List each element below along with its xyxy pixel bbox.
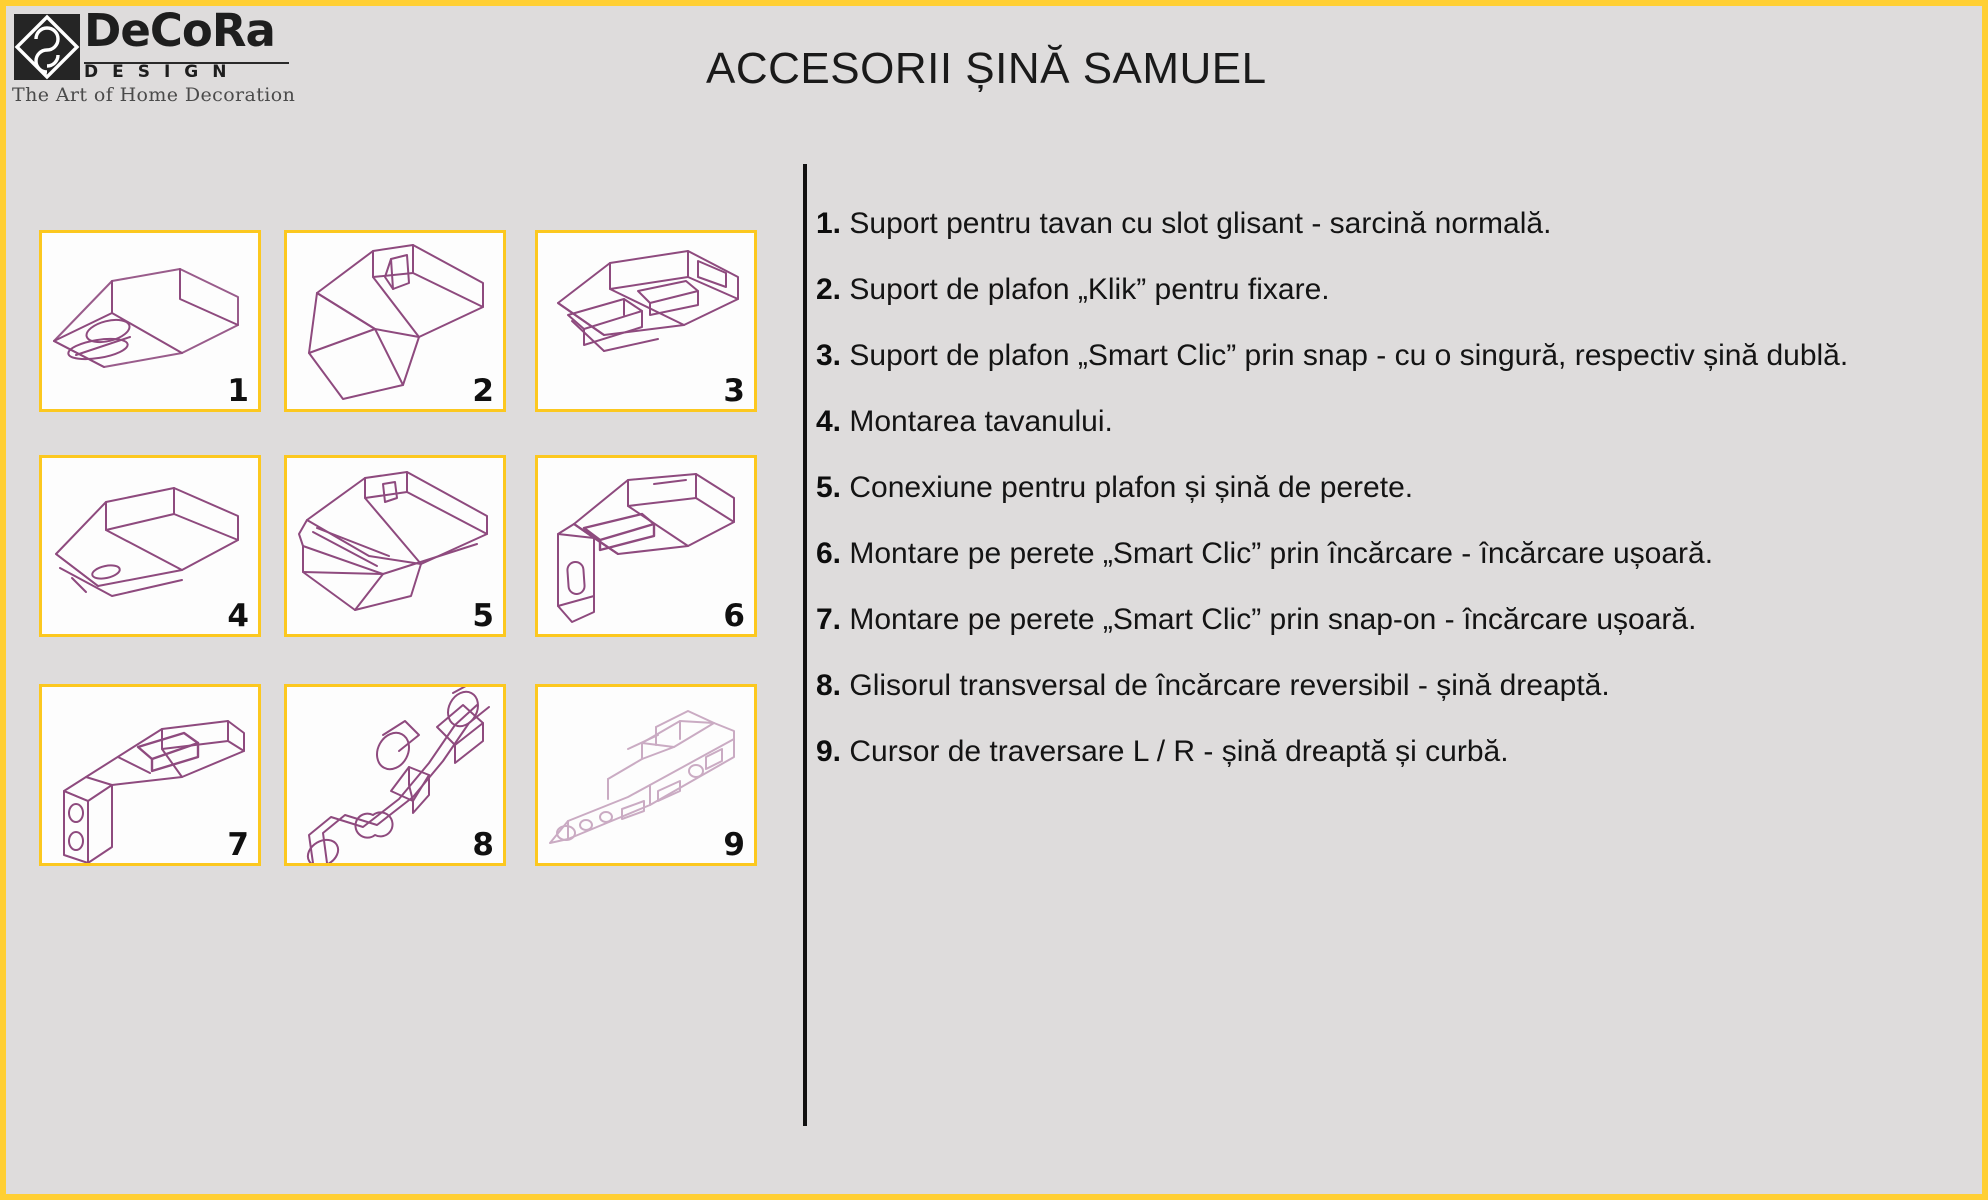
brand-logo: DeCoRa DESIGN The Art of Home Decoration: [10, 8, 295, 108]
reversible-crossover-load-glider-drawing: [306, 687, 490, 863]
legend-item-text: Conexiune pentru plafon și șină de peret…: [849, 471, 1414, 504]
brand-tagline: The Art of Home Decoration: [12, 84, 296, 106]
legend-item: 4. Montarea tavanului.: [816, 389, 1971, 455]
legend-item-number: 2.: [816, 273, 842, 306]
legend-item-number: 6.: [816, 537, 842, 570]
legend-item-number: 1.: [816, 207, 842, 240]
gallery-cell[interactable]: 9: [535, 684, 757, 866]
legend-item: 7. Montare pe perete „Smart Clic” prin s…: [816, 587, 1971, 653]
legend-item-text: Montare pe perete „Smart Clic” prin snap…: [849, 603, 1697, 636]
gallery-cell-number: 9: [723, 827, 745, 863]
gallery-cell[interactable]: 8: [284, 684, 506, 866]
legend-item: 1. Suport pentru tavan cu slot glisant -…: [816, 191, 1971, 257]
brand-subtitle: DESIGN: [84, 62, 241, 82]
gallery-cell[interactable]: 6: [535, 455, 757, 637]
legend-item-number: 5.: [816, 471, 842, 504]
legend-item-text: Suport de plafon „Klik” pentru fixare.: [849, 273, 1330, 306]
gallery-cell[interactable]: 3: [535, 230, 757, 412]
gallery-cell-number: 2: [472, 373, 494, 409]
legend-item: 8. Glisorul transversal de încărcare rev…: [816, 653, 1971, 719]
legend-item-text: Suport pentru tavan cu slot glisant - sa…: [849, 207, 1552, 240]
legend-item-text: Montarea tavanului.: [849, 405, 1113, 438]
ceiling-wall-rail-connector-drawing: [298, 471, 488, 611]
legend-item: 2. Suport de plafon „Klik” pentru fixare…: [816, 257, 1971, 323]
accessory-image-grid: 1 2: [39, 230, 761, 866]
gallery-cell[interactable]: 1: [39, 230, 261, 412]
gallery-cell[interactable]: 4: [39, 455, 261, 637]
gallery-cell[interactable]: 2: [284, 230, 506, 412]
wall-mount-smart-clic-load-drawing: [557, 473, 735, 623]
vertical-divider: [803, 164, 807, 1126]
gallery-cell-number: 3: [723, 373, 745, 409]
gallery-cell-number: 8: [472, 827, 494, 863]
gallery-cell-number: 6: [723, 598, 745, 634]
ceiling-mount-plate-drawing: [55, 487, 239, 597]
gallery-cell[interactable]: 7: [39, 684, 261, 866]
brand-rule: [84, 62, 289, 64]
gallery-cell[interactable]: 5: [284, 455, 506, 637]
ceiling-bracket-sliding-slot-drawing: [53, 268, 239, 368]
legend-item: 6. Montare pe perete „Smart Clic” prin î…: [816, 521, 1971, 587]
legend-item: 5. Conexiune pentru plafon și șină de pe…: [816, 455, 1971, 521]
smart-clic-snap-ceiling-bracket-drawing: [557, 250, 739, 352]
legend-item-number: 4.: [816, 405, 842, 438]
legend-item: 9. Cursor de traversare L / R - șină dre…: [816, 719, 1971, 785]
legend-item-number: 8.: [816, 669, 842, 702]
legend-item-text: Glisorul transversal de încărcare revers…: [849, 669, 1610, 702]
gallery-cell-number: 4: [227, 598, 249, 634]
decora-logo-icon: [14, 14, 80, 80]
legend-item-text: Cursor de traversare L / R - șină dreapt…: [849, 735, 1509, 768]
gallery-cell-number: 5: [472, 598, 494, 634]
legend-item-text: Suport de plafon „Smart Clic” prin snap …: [849, 339, 1849, 372]
legend-item-number: 3.: [816, 339, 842, 372]
legend-item-text: Montare pe perete „Smart Clic” prin încă…: [849, 537, 1714, 570]
legend-item-number: 7.: [816, 603, 842, 636]
gallery-cell-number: 1: [227, 373, 249, 409]
gallery-cell-number: 7: [227, 827, 249, 863]
legend-item: 3. Suport de plafon „Smart Clic” prin sn…: [816, 323, 1971, 389]
wall-mount-smart-clic-snap-on-drawing: [63, 720, 245, 863]
page-title: ACCESORII ȘINĂ SAMUEL: [706, 44, 1267, 93]
legend-list: 1. Suport pentru tavan cu slot glisant -…: [816, 191, 1971, 785]
legend-item-number: 9.: [816, 735, 842, 768]
traverse-cursor-lr-drawing: [549, 710, 735, 844]
klik-ceiling-bracket-drawing: [308, 244, 484, 400]
brand-wordmark: DeCoRa: [84, 4, 276, 57]
